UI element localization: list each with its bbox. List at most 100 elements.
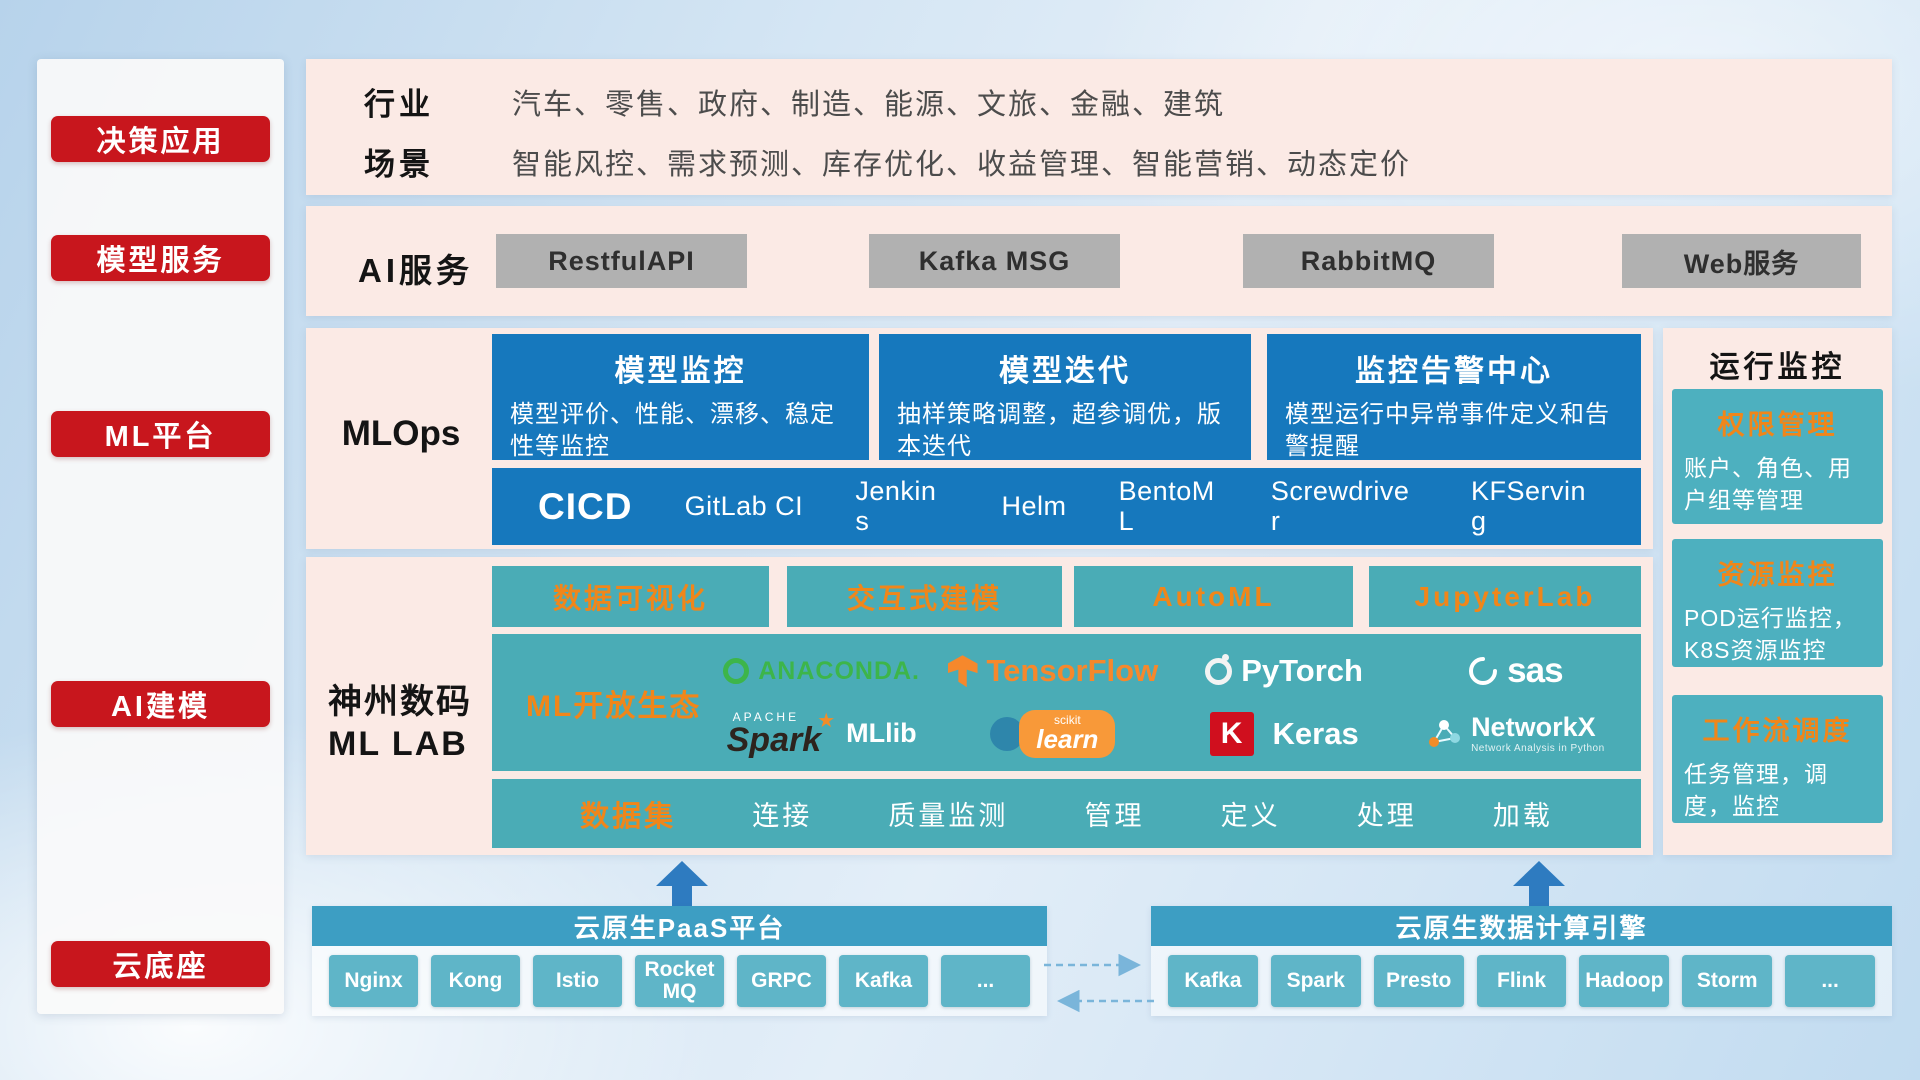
keras-text: Keras (1272, 715, 1359, 751)
card-desc: 抽样策略调整，超参调优，版本迭代 (897, 401, 1222, 461)
spark-text: Spark (726, 720, 822, 759)
rail-item-cloud-base: 云底座 (51, 941, 270, 987)
cicd-label: CICD (538, 485, 633, 527)
tool-screwdriver: Screwdriver (1270, 475, 1410, 536)
scene-label: 场景 (364, 147, 434, 182)
card-title: 资源监控 (1717, 560, 1838, 590)
ml-open-ecosystem-box: ML开放生态 ANACONDA. TensorFlow PyTorch (492, 634, 1641, 771)
runtime-monitoring-panel: 运行监控 权限管理 账户、角色、用户组等管理 资源监控 POD运行监控，K8S资… (1663, 328, 1892, 855)
keras-k-icon: K (1209, 711, 1254, 756)
up-arrow-right (1513, 861, 1565, 906)
chip-rocketmq: RocketMQ (635, 955, 724, 1007)
sas-icon (1469, 657, 1498, 686)
networkx-logo: NetworkX Network Analysis in Python (1426, 713, 1605, 754)
tool-jenkins: Jenkins (855, 475, 937, 536)
paas-chip-row: Nginx Kong Istio RocketMQ GRPC Kafka ... (312, 946, 1047, 1016)
ai-service-label: AI服务 (358, 252, 473, 289)
anaconda-text: ANACONDA. (758, 656, 921, 685)
service-box-web: Web服务 (1622, 234, 1861, 288)
ecosystem-label: ML开放生态 (526, 689, 702, 723)
dataset-label: 数据集 (580, 800, 677, 833)
tool-bentoml: BentoML (1118, 475, 1215, 536)
pytorch-logo: PyTorch (1205, 653, 1363, 689)
industry-label: 行业 (364, 87, 434, 122)
paas-platform-group: 云原生PaaS平台 Nginx Kong Istio RocketMQ GRPC… (312, 906, 1047, 1016)
alert-center-card: 监控告警中心 模型运行中异常事件定义和告警提醒 (1267, 334, 1641, 460)
pytorch-icon (1205, 653, 1233, 685)
apache-text: APACHE (732, 709, 800, 724)
workflow-scheduling-card: 工作流调度 任务管理，调度，监控 (1672, 695, 1883, 823)
spark-mllib-logo: APACHE Spark ★ MLlib (727, 711, 917, 757)
up-arrow-left (656, 861, 708, 906)
card-desc: 任务管理，调度，监控 (1684, 761, 1828, 820)
chip-presto: Presto (1373, 955, 1464, 1007)
keras-logo: K Keras (1209, 711, 1359, 756)
chip-grpc: GRPC (737, 955, 826, 1007)
model-iteration-card: 模型迭代 抽样策略调整，超参调优，版本迭代 (879, 334, 1251, 460)
dataset-bar: 数据集 连接 质量监测 管理 定义 处理 加载 (492, 779, 1641, 848)
chip-more: ... (941, 955, 1030, 1007)
networkx-text: NetworkX (1471, 712, 1596, 743)
tool-helm: Helm (1001, 490, 1067, 521)
scikit-learn-blob: scikit learn (1019, 709, 1116, 758)
left-rail: 决策应用 模型服务 ML平台 AI建模 云底座 (37, 59, 284, 1014)
card-desc: POD运行监控，K8S资源监控 (1684, 605, 1857, 664)
anaconda-icon (723, 658, 750, 685)
rail-item-ai-modeling: AI建模 (51, 681, 270, 727)
card-desc: 账户、角色、用户组等管理 (1684, 455, 1852, 514)
scikit-learn-circle-icon (990, 716, 1025, 751)
model-monitoring-card: 模型监控 模型评价、性能、漂移、稳定性等监控 (492, 334, 869, 460)
runtime-monitoring-title: 运行监控 (1709, 351, 1846, 384)
tool-kfserving: KFServing (1470, 475, 1587, 536)
card-title: 权限管理 (1717, 410, 1838, 440)
chip-spark: Spark (1270, 955, 1361, 1007)
industry-list: 汽车、零售、政府、制造、能源、文旅、金融、建筑 (512, 89, 1226, 121)
dataset-item-manage: 管理 (1084, 801, 1145, 831)
feature-box-automl: AutoML (1074, 566, 1353, 627)
feature-box-jupyterlab: JupyterLab (1369, 566, 1641, 627)
networkx-subtitle: Network Analysis in Python (1471, 743, 1605, 755)
chip-flink: Flink (1476, 955, 1567, 1007)
scikit-learn-logo: scikit learn (990, 709, 1116, 758)
rail-item-model-service: 模型服务 (51, 235, 270, 281)
ecosystem-logo-grid: ANACONDA. TensorFlow PyTorch sas (706, 634, 1641, 771)
chip-kafka: Kafka (839, 955, 928, 1007)
card-title: 监控告警中心 (1355, 355, 1553, 388)
scene-list: 智能风控、需求预测、库存优化、收益管理、智能营销、动态定价 (512, 149, 1412, 181)
card-title: 模型监控 (614, 355, 747, 388)
dataset-item-process: 处理 (1356, 801, 1417, 831)
pytorch-text: PyTorch (1241, 653, 1363, 689)
ml-lab-label-line2: ML LAB (328, 725, 468, 763)
spark-star-icon: ★ (817, 709, 836, 732)
feature-box-data-viz: 数据可视化 (492, 566, 769, 627)
tensorflow-icon (947, 655, 978, 688)
card-desc: 模型评价、性能、漂移、稳定性等监控 (510, 401, 835, 461)
feature-box-interactive-modeling: 交互式建模 (787, 566, 1062, 627)
mlops-panel: MLOps 模型监控 模型评价、性能、漂移、稳定性等监控 模型迭代 抽样策略调整… (306, 328, 1653, 549)
chip-more: ... (1785, 955, 1876, 1007)
ml-lab-label: 神州数码 ML LAB (328, 681, 472, 765)
dataset-item-quality: 质量监测 (888, 801, 1009, 831)
card-desc: 模型运行中异常事件定义和告警提醒 (1285, 401, 1610, 461)
mllib-text: MLlib (846, 718, 917, 749)
resource-monitoring-card: 资源监控 POD运行监控，K8S资源监控 (1672, 539, 1883, 667)
data-engine-title: 云原生数据计算引擎 (1151, 906, 1892, 946)
bidirectional-dashed-arrows (1044, 953, 1154, 1013)
data-engine-group: 云原生数据计算引擎 Kafka Spark Presto Flink Hadoo… (1151, 906, 1892, 1016)
chip-hadoop: Hadoop (1579, 955, 1670, 1007)
mlops-label: MLOps (341, 414, 461, 453)
cicd-bar: CICD GitLab CI Jenkins Helm BentoML Scre… (492, 468, 1641, 545)
learn-text: learn (1036, 724, 1099, 755)
permission-management-card: 权限管理 账户、角色、用户组等管理 (1672, 389, 1883, 524)
sas-text: sas (1507, 651, 1563, 691)
scikit-text: scikit (1054, 713, 1081, 728)
service-box-rabbitmq: RabbitMQ (1243, 234, 1494, 288)
rail-item-decision-application: 决策应用 (51, 116, 270, 162)
paas-platform-title: 云原生PaaS平台 (312, 906, 1047, 946)
chip-kong: Kong (431, 955, 520, 1007)
ai-service-panel: AI服务 RestfulAPI Kafka MSG RabbitMQ Web服务 (306, 206, 1892, 316)
service-box-restfulapi: RestfulAPI (496, 234, 747, 288)
tensorflow-logo: TensorFlow (947, 653, 1159, 689)
tensorflow-text: TensorFlow (986, 653, 1159, 689)
